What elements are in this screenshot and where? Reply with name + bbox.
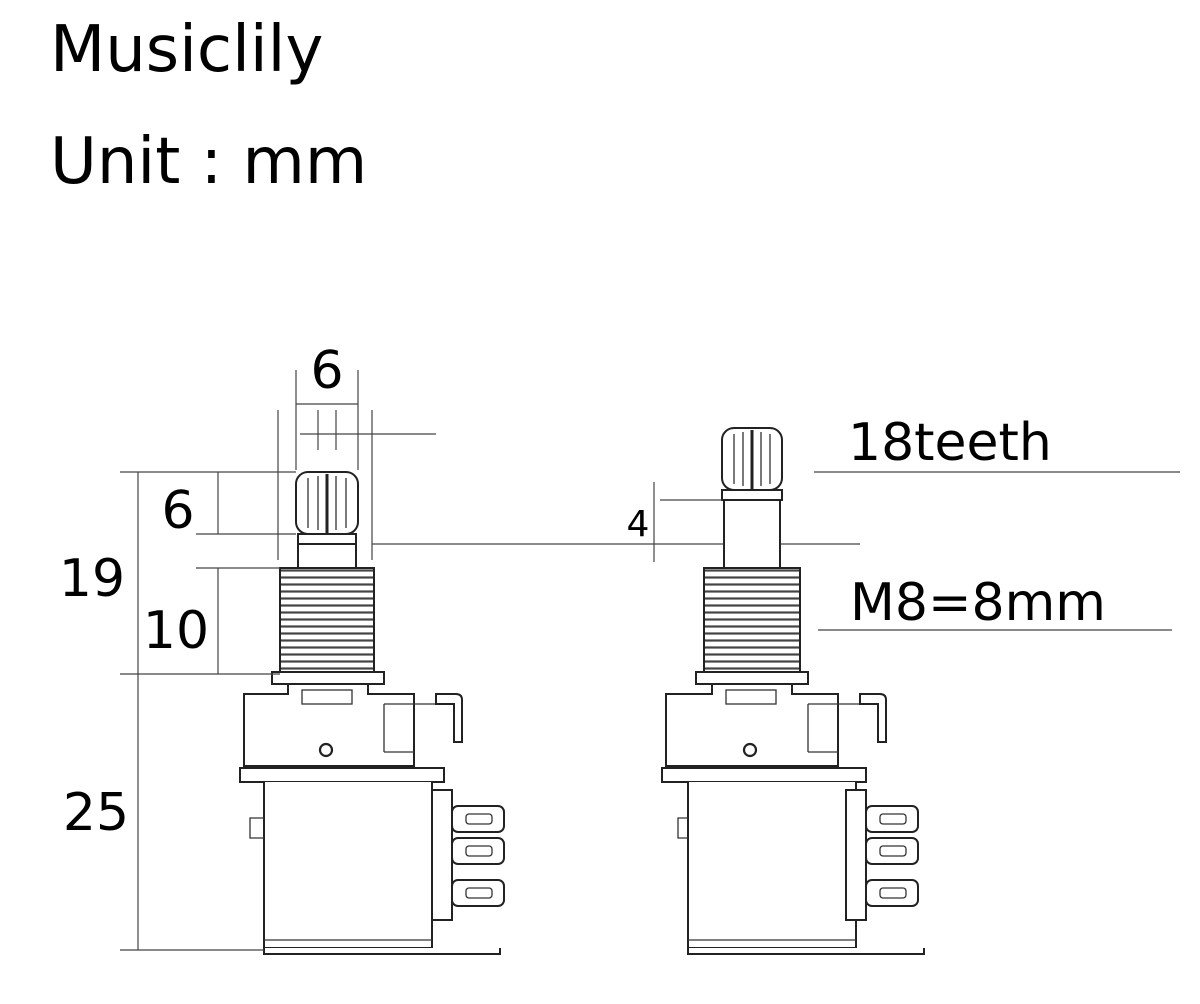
side-housing-rivet xyxy=(742,742,758,758)
thread-spec-label: M8=8mm xyxy=(850,573,1106,633)
front-base-tab xyxy=(263,948,501,955)
body-height-label: 25 xyxy=(63,783,129,843)
side-body-can xyxy=(687,782,857,949)
shaft-diameter-label: 6 xyxy=(310,341,343,401)
side-shaft-base xyxy=(723,499,781,569)
front-housing-rivet xyxy=(318,742,334,758)
side-nut xyxy=(695,671,809,685)
front-knurled-shaft xyxy=(295,471,359,535)
side-shaft-collar xyxy=(721,489,783,501)
front-view-pot xyxy=(239,471,505,955)
side-dimension-lines xyxy=(653,471,1180,631)
side-threaded-bushing xyxy=(703,567,801,673)
side-switch-lug xyxy=(859,693,887,743)
front-threaded-bushing xyxy=(279,567,375,673)
side-view-pot xyxy=(661,427,925,955)
knurl-height-label: 6 xyxy=(161,481,194,541)
front-shaft-base xyxy=(297,543,357,569)
front-mount-plate xyxy=(239,767,445,783)
side-mount-plate xyxy=(661,767,867,783)
front-shaft-collar xyxy=(297,533,357,545)
unit-label: Unit : mm xyxy=(50,125,368,199)
front-nut xyxy=(271,671,385,685)
side-knurled-shaft xyxy=(721,427,783,491)
brand-title: Musiclily xyxy=(50,13,324,87)
front-switch-lug xyxy=(435,693,463,743)
overall-shaft-label: 19 xyxy=(59,549,125,609)
front-body-can xyxy=(263,782,433,949)
front-solder-lugs xyxy=(451,805,505,907)
collar-height-label: 4 xyxy=(627,504,650,545)
side-switch-housing xyxy=(665,683,839,767)
teeth-label: 18teeth xyxy=(848,413,1052,473)
thread-length-label: 10 xyxy=(143,601,209,661)
front-dimension-lines xyxy=(120,370,860,951)
side-base-tab xyxy=(687,948,925,955)
front-switch-housing xyxy=(243,683,415,767)
side-solder-lugs xyxy=(865,805,919,907)
